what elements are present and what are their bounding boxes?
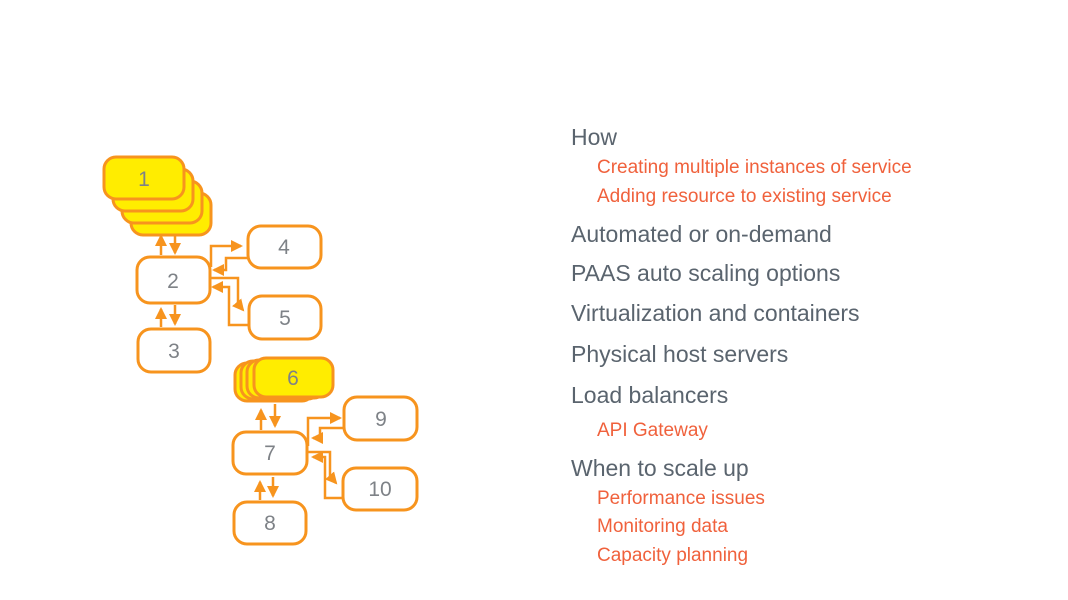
outline-subitem-creating-instances: Creating multiple instances of service [597, 157, 912, 178]
node-5-box [247, 294, 323, 341]
outline-heading-paas: PAAS auto scaling options [571, 260, 841, 286]
node-1-stack: 1 [102, 155, 213, 237]
node-5: 5 [247, 294, 323, 341]
outline-heading-how: How [571, 124, 618, 150]
arrow-2-to-5 [210, 276, 245, 312]
node-6-label: 6 [287, 367, 299, 390]
node-10-box [341, 466, 419, 512]
node-9: 9 [342, 395, 419, 442]
node-6-box [252, 356, 335, 399]
node-9-label: 9 [375, 408, 387, 431]
outline-heading-load-balancers: Load balancers [571, 382, 729, 408]
node-5-label: 5 [279, 307, 291, 330]
connectors [155, 234, 344, 500]
outline-heading-virtualization: Virtualization and containers [571, 300, 860, 326]
arrow-9-to-7 [311, 426, 344, 444]
node-3-label: 3 [168, 340, 180, 363]
node-4-label: 4 [278, 236, 290, 259]
outline-subitem-api-gateway: API Gateway [597, 420, 708, 441]
node-1-label: 1 [138, 168, 150, 191]
node-1-box [102, 155, 186, 201]
outline-subitem-monitoring: Monitoring data [597, 516, 728, 537]
node-4-box [246, 224, 323, 270]
node-2-label: 2 [167, 270, 179, 293]
node-3: 3 [136, 327, 212, 374]
outline-subitem-capacity: Capacity planning [597, 545, 749, 566]
node-10-label: 10 [368, 478, 391, 501]
node-8: 8 [232, 500, 308, 546]
outline-subitem-adding-resource: Adding resource to existing service [597, 186, 892, 207]
node-2-box [135, 255, 212, 305]
node-6-stack: 6 [233, 356, 335, 403]
node-8-label: 8 [264, 512, 276, 535]
node-4: 4 [246, 224, 323, 270]
arrow-2-to-4 [209, 240, 243, 267]
outline-subitem-performance: Performance issues [597, 488, 765, 509]
outline-heading-when-to-scale: When to scale up [571, 455, 749, 481]
node-9-box [342, 395, 419, 442]
node-3-box [136, 327, 212, 374]
arrow-5-to-2 [211, 281, 249, 327]
arrow-7-to-9 [306, 412, 342, 446]
node-2: 2 [135, 255, 212, 305]
node-8-box [232, 500, 308, 546]
node-10: 10 [341, 466, 419, 512]
arrow-10-to-7 [311, 451, 343, 500]
arrow-4-to-2 [212, 256, 248, 276]
outline-heading-automated: Automated or on-demand [571, 221, 832, 247]
node-7: 7 [231, 430, 309, 476]
node-7-box [231, 430, 309, 476]
outline-heading-physical-hosts: Physical host servers [571, 341, 789, 367]
node-7-label: 7 [264, 442, 276, 465]
